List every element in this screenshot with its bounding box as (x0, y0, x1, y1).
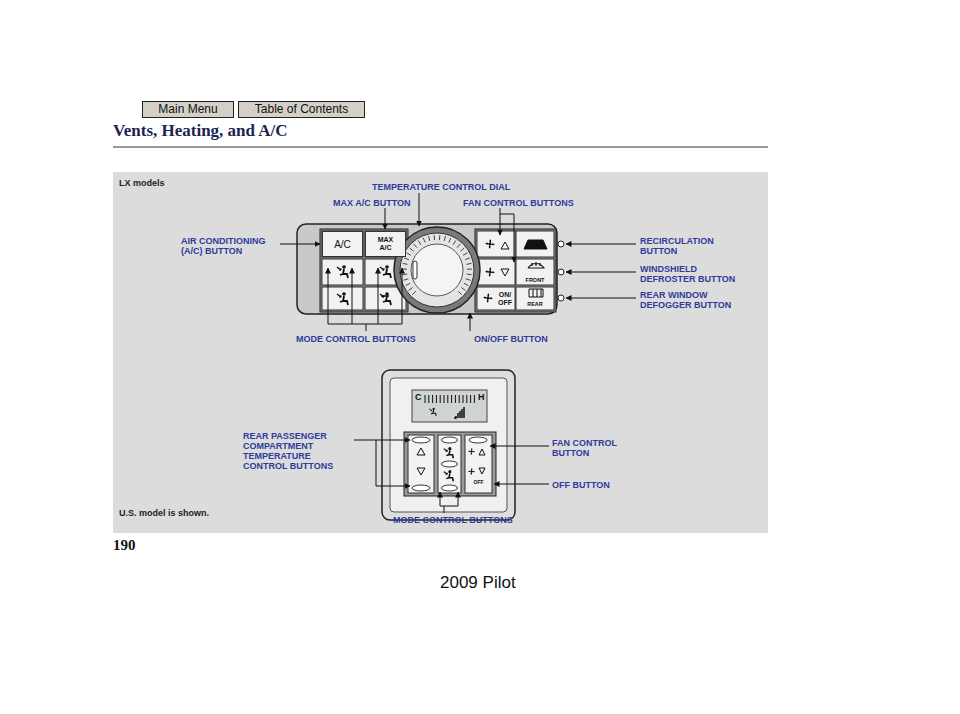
callout-label: WINDSHIELD DEFROSTER BUTTON (640, 264, 740, 284)
panel-button: MAX A/C (365, 231, 406, 257)
panel-button: A/C (322, 231, 363, 257)
callout-label: AIR CONDITIONING (A/C) BUTTON (181, 236, 279, 256)
nav-button: Main Menu (142, 101, 234, 118)
button-text: FRONT (526, 277, 545, 283)
rule-line (113, 147, 768, 148)
panel-button: ON/ OFF (495, 288, 515, 309)
callout-label: FAN CONTROL BUTTONS (463, 198, 574, 208)
callout-label: MAX A/C BUTTON (333, 198, 411, 208)
button-text: MAX A/C (375, 236, 397, 251)
callout-label: RECIRCULATION BUTTON (640, 236, 730, 256)
display-mark: H (478, 392, 485, 402)
button-text: REAR (527, 301, 543, 307)
nav-button: Table of Contents (238, 101, 365, 118)
rear-control-panel (382, 370, 515, 520)
model-note: U.S. model is shown. (119, 508, 209, 518)
panel-button: OFF (466, 478, 491, 487)
page-number: 190 (113, 537, 136, 554)
button-text: OFF (474, 480, 484, 486)
callout-label: OFF BUTTON (552, 480, 610, 490)
panel-button: FRONT (516, 275, 554, 285)
callout-label: MODE CONTROL BUTTONS (296, 334, 416, 344)
footer-text: 2009 Pilot (440, 573, 516, 593)
panel-button: REAR (516, 300, 554, 309)
button-text: Table of Contents (255, 103, 348, 116)
button-text: Main Menu (158, 103, 217, 116)
callout-label: MODE CONTROL BUTTONS (393, 515, 513, 525)
display-mark: C (415, 392, 422, 402)
leader-lines (280, 193, 636, 513)
callout-label: FAN CONTROL BUTTON (552, 438, 632, 458)
front-control-panel (297, 224, 564, 314)
callout-label: REAR WINDOW DEFOGGER BUTTON (640, 290, 740, 310)
model-note: LX models (119, 178, 165, 188)
figure-ground (113, 172, 768, 533)
callout-label: REAR PASSENGER COMPARTMENT TEMPERATURE C… (243, 431, 353, 471)
callout-label: ON/OFF BUTTON (474, 334, 548, 344)
callout-label: TEMPERATURE CONTROL DIAL (372, 182, 510, 192)
page-title: Vents, Heating, and A/C (113, 121, 288, 141)
button-text: ON/ OFF (496, 291, 514, 306)
button-text: A/C (334, 239, 351, 250)
